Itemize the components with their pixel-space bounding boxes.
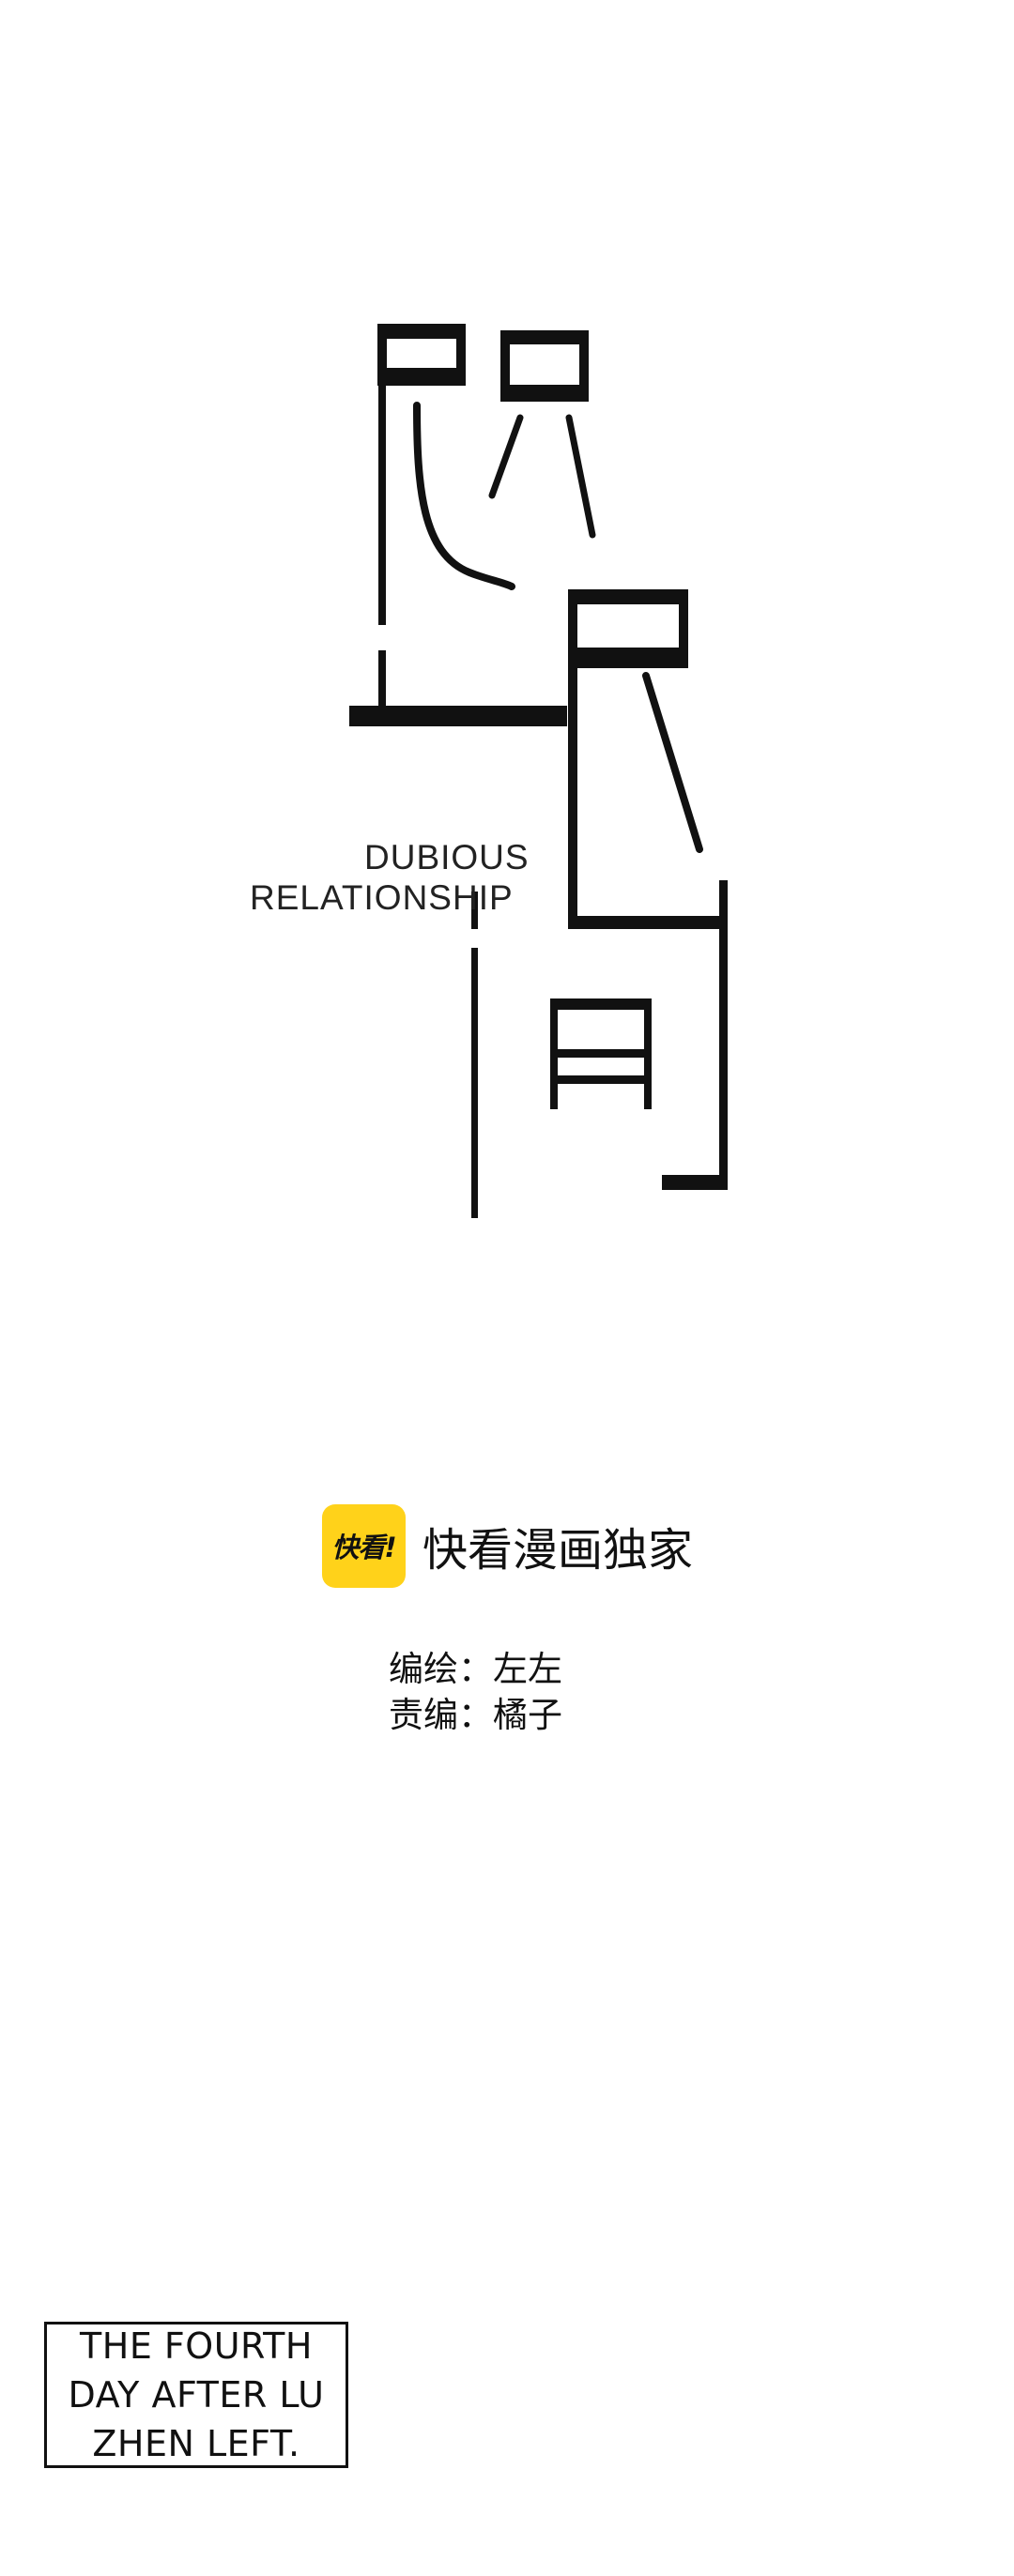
- artist-credit: 编绘：左左: [389, 1649, 562, 1689]
- title-logo: [349, 324, 728, 1218]
- publisher-credit: 快看! 快看漫画独家: [322, 1503, 693, 1588]
- title-english-line-1: DUBIOUS: [364, 838, 530, 876]
- narration-box: THE FOURTH DAY AFTER LU ZHEN LEFT.: [44, 2322, 348, 2468]
- narration-line: ZHEN LEFT.: [92, 2423, 300, 2464]
- narration-line: THE FOURTH: [80, 2325, 313, 2367]
- kuaikan-logo-icon: 快看!: [322, 1503, 406, 1588]
- narration-line: DAY AFTER LU: [68, 2374, 325, 2416]
- narration-text: THE FOURTH DAY AFTER LU ZHEN LEFT.: [69, 2322, 325, 2468]
- editor-credit: 责编：橘子: [389, 1695, 562, 1735]
- publisher-name: 快看漫画独家: [422, 1524, 694, 1577]
- title-english-line-2: RELATIONSHIP: [250, 878, 514, 917]
